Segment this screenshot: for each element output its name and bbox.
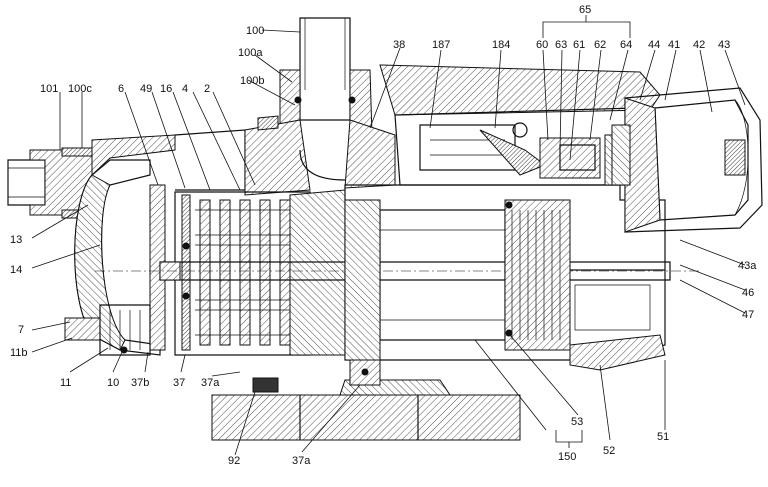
label-60: 60 (536, 39, 548, 51)
pump-casing-front (74, 129, 246, 356)
label-51: 51 (657, 431, 669, 443)
label-150: 150 (558, 451, 576, 463)
label-65: 65 (579, 4, 591, 16)
label-61: 61 (573, 39, 585, 51)
label-64: 64 (620, 39, 632, 51)
pressure-cap (611, 87, 763, 233)
label-37a: 37a (201, 377, 220, 389)
drain-plug-assembly (64, 304, 151, 356)
label-46: 46 (742, 287, 754, 299)
label-92: 92 (228, 455, 240, 467)
label-16: 16 (160, 83, 172, 95)
label-37: 37 (173, 377, 185, 389)
bottom-seal (252, 359, 381, 393)
label-184: 184 (492, 39, 510, 51)
label-43a: 43a (738, 260, 757, 272)
label-41: 41 (668, 39, 680, 51)
label-101: 101 (40, 83, 58, 95)
motor-housing (344, 184, 666, 371)
label-52: 52 (603, 445, 615, 457)
label-4: 4 (182, 83, 188, 95)
shaft (95, 261, 700, 281)
label-49: 49 (140, 83, 152, 95)
label-11: 11 (60, 377, 71, 389)
reference-labels: 100 100a 100b 101 100c 6 49 16 4 2 38 18… (10, 4, 757, 467)
label-37b: 37b (131, 377, 149, 389)
label-42: 42 (693, 39, 705, 51)
impeller-stages (174, 189, 346, 356)
label-11b: 11b (10, 347, 28, 359)
label-6: 6 (118, 83, 124, 95)
label-100b: 100b (240, 75, 264, 87)
label-38: 38 (393, 39, 405, 51)
label-53: 53 (571, 416, 583, 428)
label-43: 43 (718, 39, 730, 51)
label-100: 100 (246, 25, 264, 37)
leader-lines (31, 15, 746, 456)
label-63: 63 (555, 39, 567, 51)
label-100a: 100a (238, 47, 263, 59)
label-62: 62 (594, 39, 606, 51)
label-44: 44 (648, 39, 660, 51)
label-37a-lower: 37a (292, 455, 311, 467)
label-187: 187 (432, 39, 450, 51)
label-2: 2 (204, 83, 210, 95)
label-13: 13 (10, 234, 22, 246)
control-box (379, 64, 661, 186)
discharge-nozzle (244, 17, 396, 196)
label-100c: 100c (68, 83, 92, 95)
label-14: 14 (10, 264, 22, 276)
label-10: 10 (107, 377, 119, 389)
label-7: 7 (18, 324, 24, 336)
label-47: 47 (742, 309, 754, 321)
